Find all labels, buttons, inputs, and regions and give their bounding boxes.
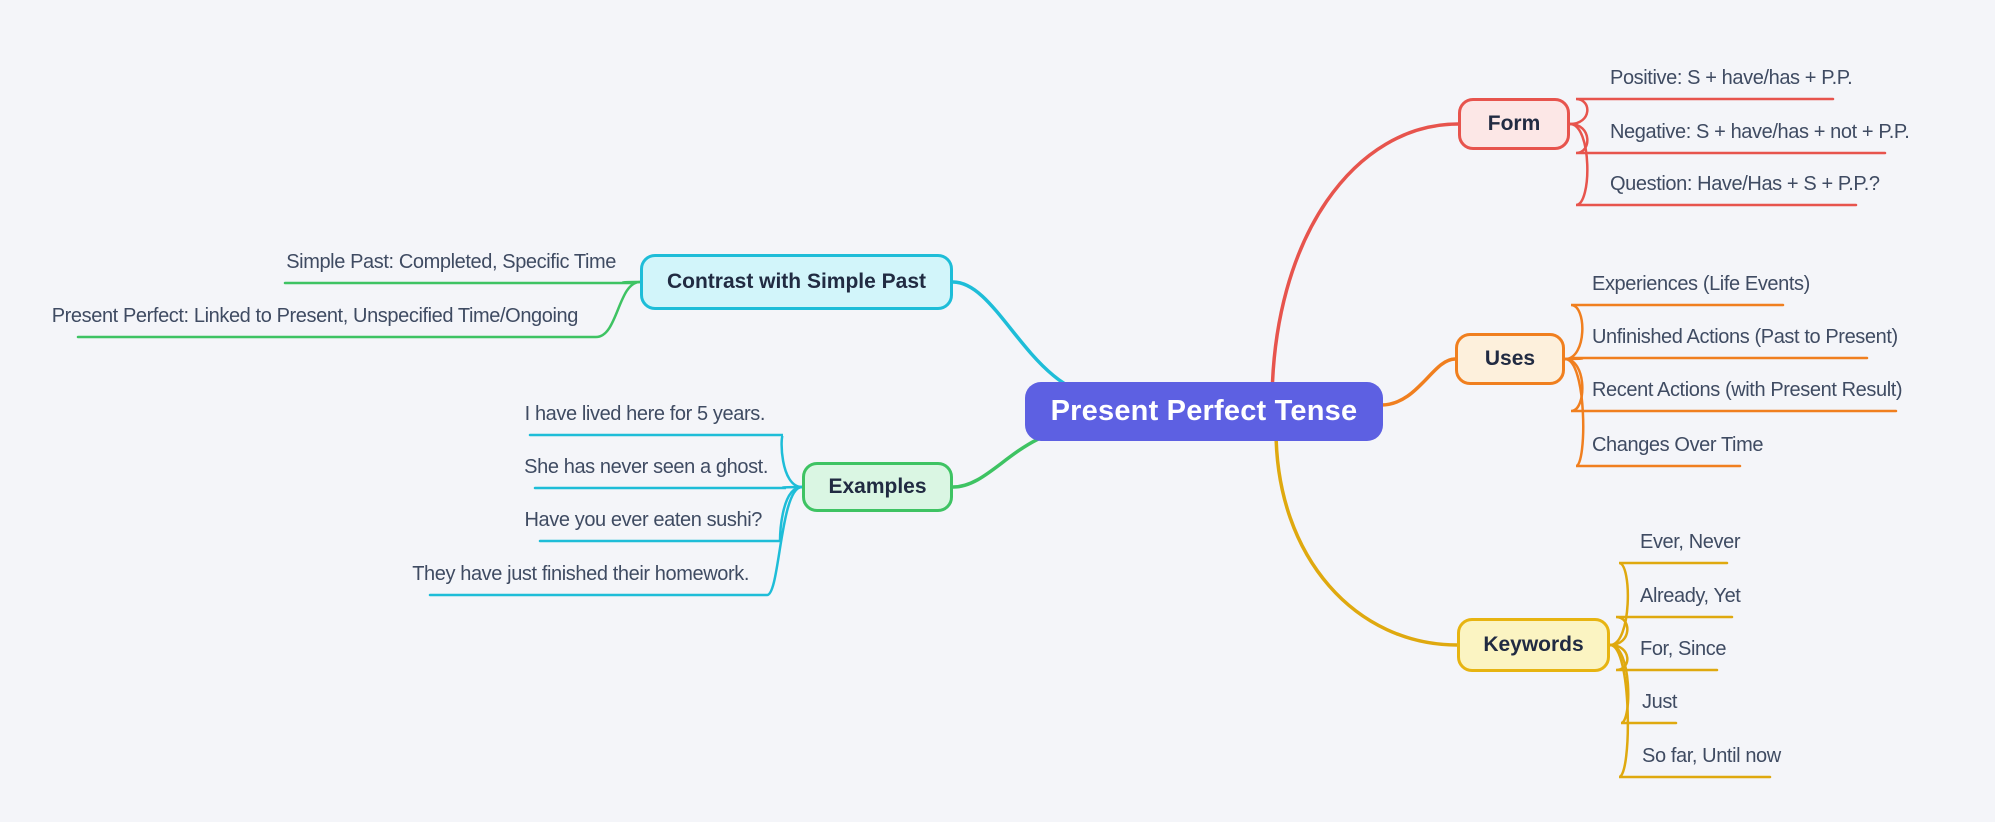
link-examples-child-1 <box>533 485 804 490</box>
leaf-form-1[interactable]: Negative: S + have/has + not + P.P. <box>1610 121 1910 143</box>
link-keywords-child-0 <box>1608 561 1729 647</box>
leaf-keywords-3[interactable]: Just <box>1642 691 1678 713</box>
leaf-examples-1[interactable]: She has never seen a ghost. <box>524 456 768 478</box>
link-keywords-child-1 <box>1608 615 1734 647</box>
leaf-uses-2[interactable]: Recent Actions (with Present Result) <box>1592 379 1903 401</box>
leaf-examples-3[interactable]: They have just finished their homework. <box>412 563 749 585</box>
leaf-contrast-1[interactable]: Present Perfect: Linked to Present, Unsp… <box>51 305 579 327</box>
leaf-contrast-0[interactable]: Simple Past: Completed, Specific Time <box>286 251 616 273</box>
link-root-to-keywords <box>1274 428 1459 647</box>
leaf-uses-1[interactable]: Unfinished Actions (Past to Present) <box>1592 326 1898 348</box>
branch-node-uses[interactable]: Uses <box>1455 333 1565 385</box>
leaf-keywords-1[interactable]: Already, Yet <box>1640 585 1741 607</box>
leaf-keywords-2[interactable]: For, Since <box>1640 638 1727 660</box>
leaf-keywords-4[interactable]: So far, Until now <box>1642 745 1781 767</box>
link-root-to-form <box>1270 122 1460 407</box>
leaf-examples-0[interactable]: I have lived here for 5 years. <box>524 403 766 425</box>
link-contrast-child-0 <box>283 280 642 285</box>
leaf-examples-2[interactable]: Have you ever eaten sushi? <box>524 509 762 531</box>
leaf-form-0[interactable]: Positive: S + have/has + P.P. <box>1610 67 1853 89</box>
link-uses-child-1 <box>1563 356 1869 361</box>
link-root-to-contrast <box>951 280 1112 400</box>
leaf-keywords-0[interactable]: Ever, Never <box>1640 531 1741 553</box>
branch-node-contrast[interactable]: Contrast with Simple Past <box>640 254 953 310</box>
link-form-child-2 <box>1568 122 1858 207</box>
link-form-child-1 <box>1568 122 1887 155</box>
leaf-form-2[interactable]: Question: Have/Has + S + P.P.? <box>1610 173 1880 195</box>
branch-node-keywords[interactable]: Keywords <box>1457 618 1610 672</box>
leaf-uses-3[interactable]: Changes Over Time <box>1592 434 1764 456</box>
leaf-uses-0[interactable]: Experiences (Life Events) <box>1592 273 1810 295</box>
branch-node-form[interactable]: Form <box>1458 98 1570 150</box>
link-contrast-child-1 <box>76 280 642 339</box>
link-examples-child-0 <box>528 433 804 489</box>
link-root-to-uses <box>1379 357 1457 407</box>
root-node-present-perfect-tense[interactable]: Present Perfect Tense <box>1025 382 1383 441</box>
link-examples-child-3 <box>428 485 804 597</box>
link-form-child-0 <box>1568 97 1835 126</box>
link-uses-child-3 <box>1563 357 1742 468</box>
link-keywords-child-4 <box>1608 643 1772 779</box>
branch-node-examples[interactable]: Examples <box>802 462 953 512</box>
